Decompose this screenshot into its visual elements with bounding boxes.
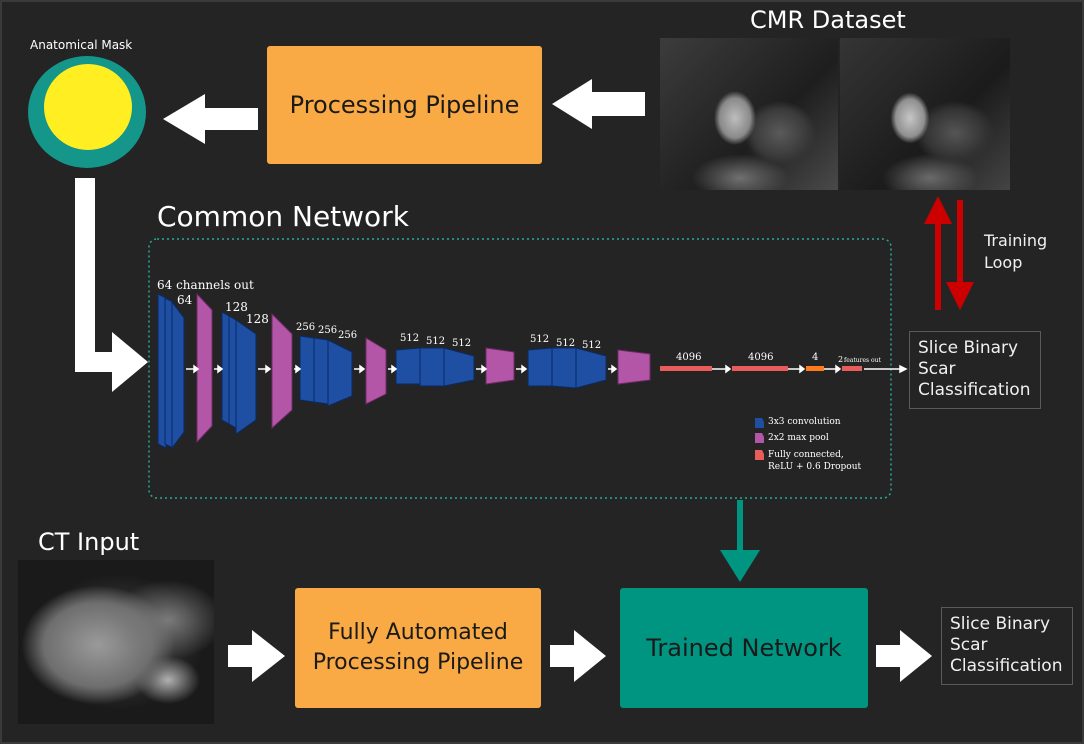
conv-layer <box>575 347 607 389</box>
legend-conv-swatch <box>755 418 764 428</box>
mask-inner-fill <box>44 64 132 150</box>
layer-label: 128 <box>225 300 248 314</box>
processing-pipeline-box: Processing Pipeline <box>267 46 542 164</box>
ct-image <box>18 560 214 724</box>
conv-layer <box>221 311 230 425</box>
final-output-line-2: Scar <box>950 635 988 655</box>
layer-label: 2 <box>838 355 844 364</box>
cmr-image-2 <box>840 38 1010 190</box>
legend-pool-label: 2x2 max pool <box>768 433 829 443</box>
mask-label: Anatomical Mask <box>30 38 133 52</box>
ct-input-title: CT Input <box>38 528 140 556</box>
channels-out-label: 64 channels out <box>157 278 254 292</box>
conv-layer <box>313 337 329 405</box>
layer-label: 512 <box>530 334 550 345</box>
cnn-architecture <box>157 292 908 460</box>
conv-layer <box>235 319 257 435</box>
layer-label: 4096 <box>748 352 774 363</box>
conv-layer <box>419 347 445 387</box>
layer-label: 256 <box>338 330 358 341</box>
legend-pool-swatch <box>755 433 764 443</box>
training-loop-line-2: Loop <box>984 253 1023 272</box>
legend-fc-line-2: ReLU + 0.6 Dropout <box>768 462 862 472</box>
network-output-box: Slice Binary Scar Classification <box>909 331 1041 409</box>
cmr-image-1 <box>660 38 838 190</box>
arrow-dataset-to-pipeline <box>552 79 645 129</box>
pool-layer <box>485 347 515 385</box>
processing-pipeline-label: Processing Pipeline <box>289 91 520 119</box>
fc-layer <box>806 366 824 371</box>
fc-layer <box>660 366 712 371</box>
legend-fc-label: Fully connected, ReLU + 0.6 Dropout <box>768 449 861 473</box>
layer-label: 512 <box>556 338 576 349</box>
pool-layer <box>365 337 387 405</box>
network-output-line-3: Classification <box>918 380 1031 400</box>
arrow-ct-to-pipeline <box>228 630 285 682</box>
arrow-mask-to-network <box>75 178 148 392</box>
arrow-network-to-trained-head <box>720 550 760 582</box>
arrow-network-to-trained-shaft <box>737 500 743 552</box>
trained-network-box: Trained Network <box>620 588 868 708</box>
trained-network-label: Trained Network <box>646 634 842 662</box>
layer-label: 64 <box>177 293 193 307</box>
conv-layer <box>551 347 577 389</box>
final-output-line-3: Classification <box>950 656 1063 676</box>
fully-automated-line-2: Processing Pipeline <box>312 650 524 675</box>
training-loop-label: Training Loop <box>984 230 1047 274</box>
legend-fc-line-1: Fully connected, <box>768 450 844 460</box>
training-loop-arrows <box>924 196 974 310</box>
conv-layer <box>395 347 421 385</box>
network-frame <box>148 238 892 499</box>
layer-label: 512 <box>582 340 602 351</box>
pool-layer <box>196 292 213 444</box>
training-loop-line-1: Training <box>984 231 1048 250</box>
final-output-line-1: Slice Binary <box>950 614 1051 634</box>
fc-layer <box>732 366 788 371</box>
conv-layer <box>527 347 553 387</box>
common-network-title: Common Network <box>157 200 409 233</box>
pool-layer <box>617 349 651 385</box>
network-output-line-1: Slice Binary <box>918 338 1019 358</box>
legend-conv-label: 3x3 convolution <box>768 417 841 427</box>
arrow-trained-to-output <box>876 630 932 682</box>
fully-automated-line-1: Fully Automated <box>328 620 508 645</box>
fc-layer <box>842 366 862 371</box>
layer-label: 512 <box>426 336 446 347</box>
fully-automated-pipeline-box: Fully Automated Processing Pipeline <box>295 588 541 708</box>
layer-label: 4096 <box>676 352 702 363</box>
cmr-dataset-title: CMR Dataset <box>750 6 906 34</box>
network-output-line-2: Scar <box>918 359 956 379</box>
layer-connectors <box>186 364 908 374</box>
arrow-pipeline-to-trained <box>550 630 606 682</box>
conv-layer <box>299 335 315 403</box>
layer-label: 4 <box>812 352 819 363</box>
conv-layer <box>327 339 353 407</box>
layer-label: 256 <box>296 322 316 333</box>
layer-label: 512 <box>452 338 472 349</box>
conv-layer <box>443 347 475 387</box>
layer-label: 128 <box>246 312 269 326</box>
features-out-label: features out <box>844 357 881 364</box>
conv-layer <box>157 293 167 449</box>
conv-layer <box>228 315 237 429</box>
legend-fc-swatch <box>755 450 764 460</box>
pool-layer <box>271 312 293 430</box>
layer-label: 256 <box>318 325 338 336</box>
layer-label: 512 <box>400 333 420 344</box>
final-output-box: Slice Binary Scar Classification <box>941 607 1073 685</box>
conv-layer <box>164 297 174 449</box>
arrow-pipeline-to-mask <box>163 94 258 144</box>
conv-layer <box>171 300 185 450</box>
